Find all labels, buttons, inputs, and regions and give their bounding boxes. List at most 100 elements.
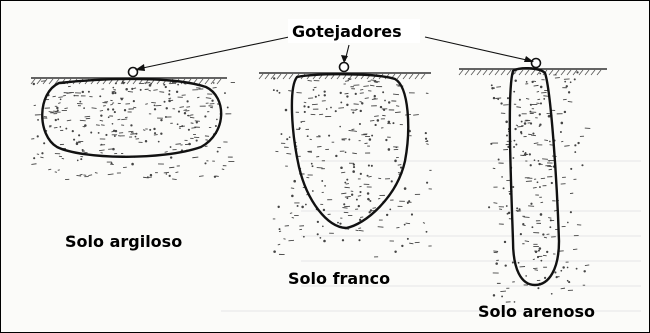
soil-speckle bbox=[350, 109, 357, 111]
soil-speckle bbox=[530, 134, 537, 137]
soil-speckle bbox=[577, 141, 580, 145]
ground-hatch-mark bbox=[42, 78, 48, 85]
soil-speckle bbox=[117, 118, 121, 121]
soil-speckle bbox=[214, 124, 217, 128]
soil-speckle bbox=[495, 97, 502, 99]
wetting-bulb-sand bbox=[508, 67, 561, 287]
soil-speckle bbox=[37, 118, 39, 121]
soil-speckle bbox=[518, 208, 521, 211]
soil-speckle bbox=[340, 101, 343, 104]
soil-speckle bbox=[276, 89, 279, 92]
soil-speckle bbox=[360, 89, 364, 91]
soil-speckle bbox=[505, 134, 508, 137]
soil-speckle bbox=[537, 249, 540, 252]
soil-speckle bbox=[531, 226, 534, 229]
ground-hatch-mark bbox=[216, 78, 222, 85]
soil-speckle bbox=[300, 121, 303, 123]
ground-hatch-mark bbox=[554, 69, 560, 76]
soil-speckle bbox=[536, 91, 540, 93]
soil-speckle bbox=[196, 96, 200, 99]
soil-speckle bbox=[303, 110, 306, 114]
soil-speckle bbox=[165, 107, 168, 110]
soil-speckle bbox=[83, 151, 88, 154]
soil-speckle bbox=[350, 193, 354, 196]
soil-speckle bbox=[311, 165, 314, 168]
soil-speckle bbox=[307, 105, 310, 109]
soil-speckle bbox=[377, 226, 384, 228]
soil-speckle bbox=[344, 92, 349, 95]
soil-speckle bbox=[358, 227, 362, 229]
soil-speckle bbox=[522, 150, 524, 153]
soil-speckle bbox=[52, 95, 56, 98]
soil-speckle bbox=[529, 103, 532, 106]
soil-speckle bbox=[319, 236, 322, 239]
soil-speckle bbox=[111, 91, 115, 95]
soil-speckle bbox=[121, 118, 128, 121]
soil-speckle bbox=[286, 152, 292, 155]
soil-speckle bbox=[385, 213, 389, 217]
ground-hatch-mark bbox=[396, 73, 402, 80]
dripper-emitter-icon bbox=[127, 66, 139, 78]
soil-speckle bbox=[304, 203, 307, 206]
soil-speckle bbox=[396, 226, 400, 229]
soil-speckle bbox=[539, 213, 543, 216]
soil-speckle bbox=[493, 250, 499, 252]
soil-speckle bbox=[560, 269, 563, 272]
soil-speckle bbox=[91, 107, 97, 109]
soil-speckle bbox=[534, 269, 539, 271]
soil-speckle bbox=[224, 92, 226, 94]
soil-speckle bbox=[111, 90, 116, 93]
soil-speckle bbox=[105, 133, 108, 137]
ground-hatch-mark bbox=[566, 69, 572, 76]
ground-hatch-mark bbox=[500, 69, 506, 76]
ground-hatch-mark bbox=[530, 69, 536, 76]
soil-speckle bbox=[186, 106, 191, 108]
soil-speckle bbox=[408, 200, 411, 203]
soil-speckle bbox=[102, 105, 106, 107]
soil-speckle bbox=[130, 133, 137, 135]
soil-speckle bbox=[216, 150, 219, 153]
soil-speckle bbox=[153, 104, 156, 107]
soil-speckle bbox=[560, 121, 564, 125]
soil-speckle bbox=[517, 261, 520, 264]
soil-speckle bbox=[127, 90, 134, 93]
dripper-label-bg bbox=[288, 19, 420, 43]
ground-hatch-mark bbox=[470, 69, 476, 76]
soil-speckle bbox=[555, 276, 558, 279]
soil-speckle bbox=[542, 254, 547, 257]
soil-speckle bbox=[392, 122, 395, 125]
soil-speckle bbox=[540, 201, 544, 204]
soil-speckle bbox=[188, 142, 191, 146]
soil-speckle bbox=[550, 181, 553, 185]
soil-speckle bbox=[322, 208, 326, 212]
soil-speckle bbox=[130, 124, 133, 127]
soil-speckle bbox=[342, 207, 348, 209]
ground-hatch-mark bbox=[458, 69, 464, 76]
soil-speckle bbox=[539, 85, 543, 89]
soil-speckle bbox=[153, 134, 158, 136]
soil-speckle bbox=[134, 135, 137, 138]
soil-speckle bbox=[191, 127, 197, 129]
soil-speckle bbox=[543, 276, 547, 279]
soil-speckle bbox=[515, 143, 518, 146]
soil-speckle bbox=[352, 166, 356, 169]
soil-speckle bbox=[576, 71, 579, 74]
soil-speckle bbox=[346, 103, 349, 107]
soil-speckle bbox=[195, 121, 198, 124]
soil-speckle bbox=[544, 139, 549, 141]
soil-speckle bbox=[348, 138, 351, 141]
soil-speckle bbox=[346, 95, 349, 98]
soil-speckle bbox=[65, 127, 68, 130]
soil-speckle bbox=[387, 148, 391, 151]
soil-speckle bbox=[543, 236, 548, 239]
soil-speckle bbox=[345, 183, 349, 185]
ground-hatch-mark bbox=[276, 73, 282, 80]
soil-speckle bbox=[548, 168, 553, 171]
ground-hatch-mark bbox=[204, 78, 210, 85]
soil-speckle bbox=[164, 151, 168, 153]
soil-speckle bbox=[344, 186, 350, 189]
soil-speckle bbox=[357, 204, 360, 208]
soil-speckle bbox=[302, 235, 305, 238]
soil-speckle bbox=[284, 108, 288, 112]
